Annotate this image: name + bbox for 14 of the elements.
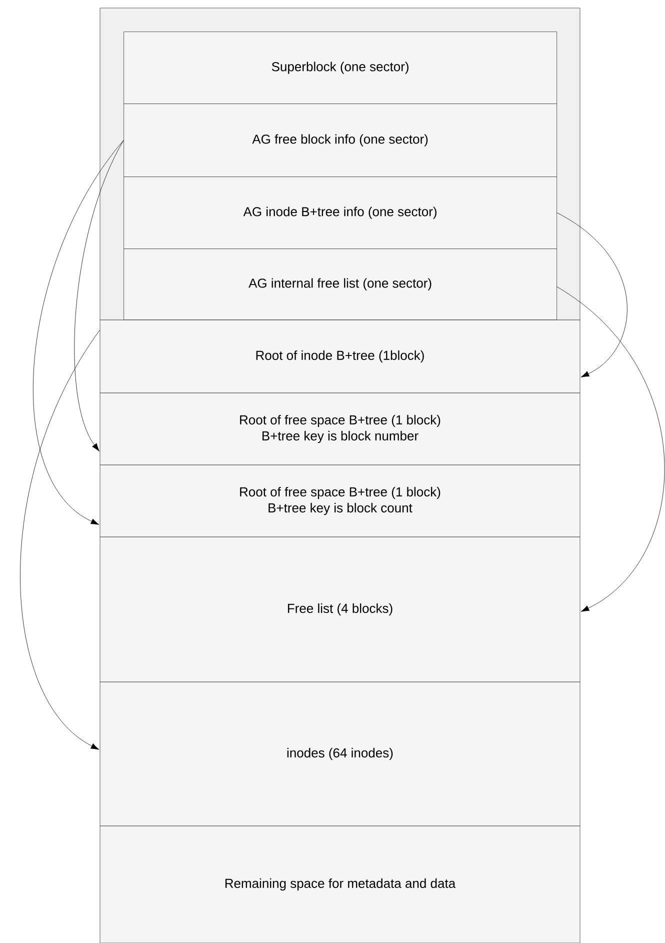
arrow <box>556 212 628 378</box>
sector-box: AG internal free list (one sector) <box>124 248 557 320</box>
arrow <box>20 330 100 750</box>
sector-box: Superblock (one sector) <box>124 32 557 104</box>
arrow <box>74 140 124 452</box>
arrow <box>33 140 124 525</box>
sector-box: AG free block info (one sector) <box>124 104 557 177</box>
block-row: Root of free space B+tree (1 block) B+tree key is block count <box>100 464 580 538</box>
block-row: Root of free space B+tree (1 block) B+tree key is block number <box>100 392 580 466</box>
sector-box: AG inode B+tree info (one sector) <box>124 176 557 249</box>
block-row: Root of inode B+tree (1block) <box>100 320 580 394</box>
block-row: inodes (64 inodes) <box>100 682 580 826</box>
arrow <box>556 286 665 612</box>
block-row: Remaining space for metadata and data <box>100 826 580 943</box>
